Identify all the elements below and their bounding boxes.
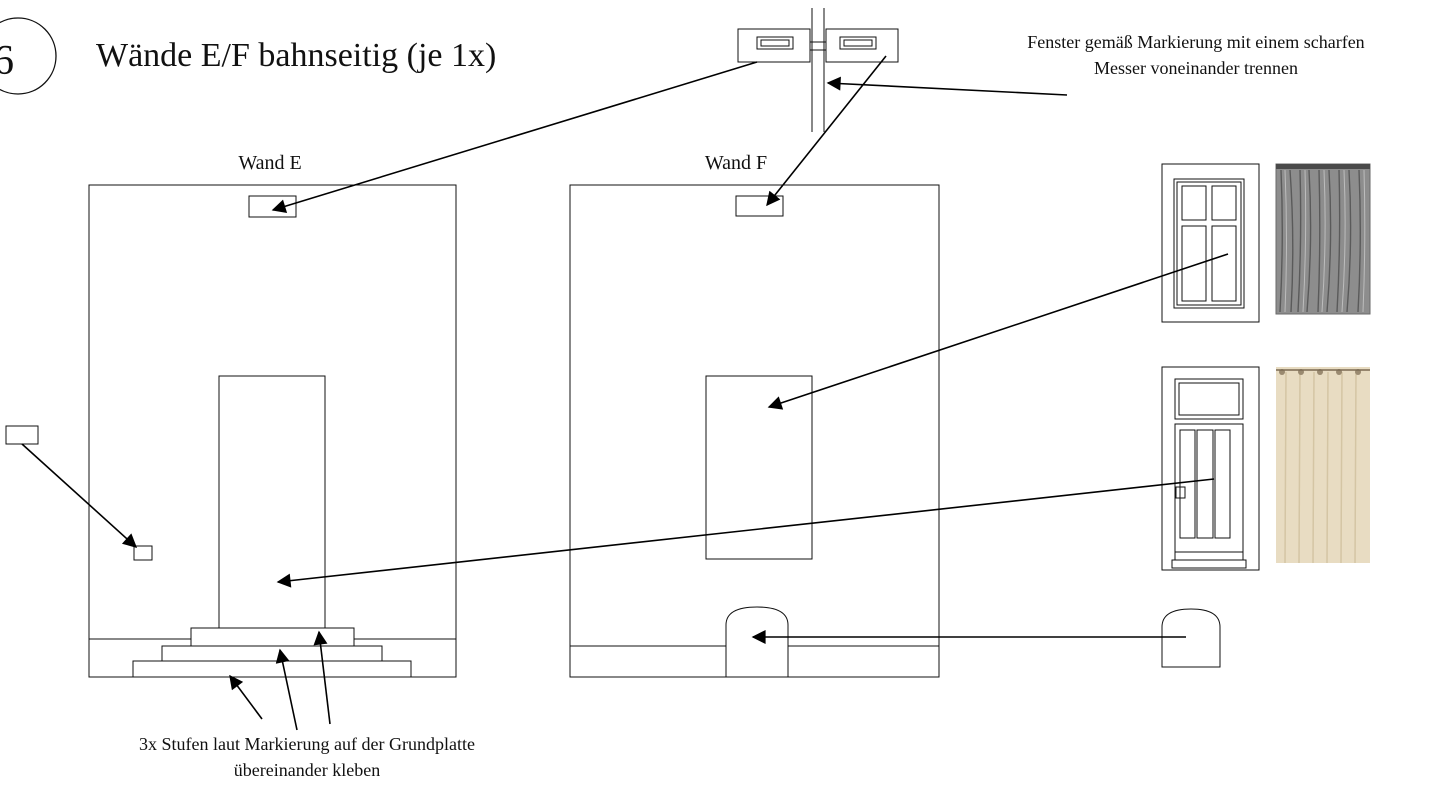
arrow-window-to-wall-f xyxy=(766,55,887,207)
arrow-window-frame-to-wall-f xyxy=(767,253,1229,410)
step-bottom xyxy=(132,660,412,678)
small-window-part xyxy=(5,425,39,445)
wall-f-top-window xyxy=(735,195,784,217)
door-frame-part xyxy=(1161,366,1260,571)
arched-part xyxy=(1161,608,1221,668)
step-header: 6 Wände E/F bahnseitig (je 1x) xyxy=(0,17,496,95)
step-middle xyxy=(161,645,383,662)
wall-e-panel xyxy=(88,184,457,678)
note-separate-line1: Fenster gemäß Markierung mit einem schar… xyxy=(1027,32,1364,52)
curtain-grey-image xyxy=(1275,163,1371,315)
note-steps: 3x Stufen laut Markierung auf der Grundp… xyxy=(139,734,475,780)
note-steps-line1: 3x Stufen laut Markierung auf der Grundp… xyxy=(139,734,475,754)
step-top xyxy=(190,627,355,647)
arrow-cut-note xyxy=(826,76,1068,96)
wall-e-small-opening xyxy=(133,545,153,561)
arrow-door-frame-to-wall-e xyxy=(276,478,1215,588)
wall-e-top-window xyxy=(248,195,297,218)
note-separate-windows: Fenster gemäß Markierung mit einem schar… xyxy=(1027,32,1364,78)
note-steps-line2: übereinander kleben xyxy=(234,760,380,780)
wall-f-panel xyxy=(569,184,940,678)
arrow-window-to-wall-e xyxy=(271,61,758,214)
curtain-beige-image xyxy=(1276,367,1370,564)
arrow-note-to-step-bottom xyxy=(229,674,263,720)
note-separate-line2: Messer voneinander trennen xyxy=(1094,58,1298,78)
step-number: 6 xyxy=(0,38,14,84)
wall-f-window-opening xyxy=(705,375,813,560)
arrows xyxy=(21,55,1229,731)
wall-e: Wand E xyxy=(88,152,457,678)
wall-e-label: Wand E xyxy=(238,152,301,174)
step-number-circle xyxy=(0,17,57,95)
arrow-note-to-step-middle xyxy=(275,648,298,731)
arrow-note-to-step-top xyxy=(313,630,331,725)
wall-f-label: Wand F xyxy=(705,152,767,174)
arrow-small-part-to-wall-e xyxy=(21,443,138,548)
window-frame-part xyxy=(1161,163,1260,323)
wall-f: Wand F xyxy=(569,152,940,678)
wall-f-arched-opening xyxy=(725,606,789,678)
window-strip-detail xyxy=(737,8,899,132)
step-title: Wände E/F bahnseitig (je 1x) xyxy=(96,37,496,74)
